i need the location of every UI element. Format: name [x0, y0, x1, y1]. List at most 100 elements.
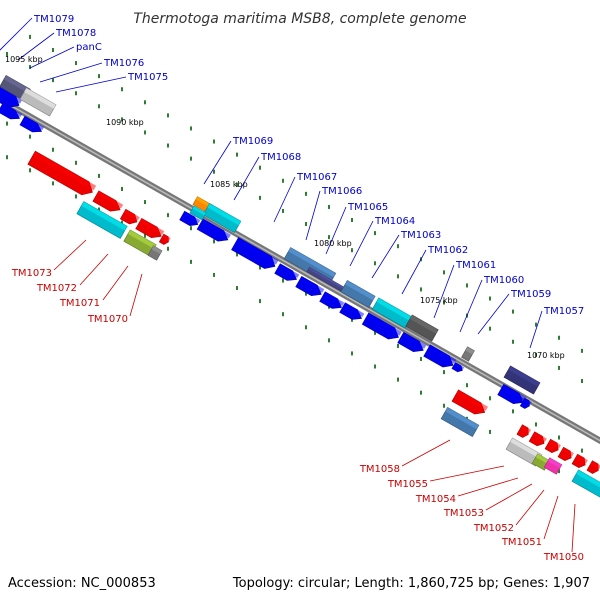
- tick-mark: [581, 348, 583, 353]
- gene-label-tm1064[interactable]: TM1064: [374, 216, 415, 227]
- gene-label-tm1050[interactable]: TM1050: [543, 552, 584, 563]
- gene-leader: [129, 273, 143, 317]
- kbp-label: 1070 kbp: [527, 351, 565, 360]
- gene-label-tm1065[interactable]: TM1065: [347, 202, 388, 213]
- gene-label-tm1051[interactable]: TM1051: [501, 537, 542, 548]
- gene-shine: [192, 206, 207, 216]
- tick-mark: [489, 396, 491, 401]
- tick-mark: [328, 338, 330, 343]
- gene-label-panc[interactable]: panC: [76, 42, 102, 53]
- tick-mark: [443, 370, 445, 375]
- tick-mark: [52, 78, 54, 83]
- tick-mark: [282, 208, 284, 213]
- tick-mark: [190, 226, 192, 231]
- tick-mark: [259, 265, 261, 270]
- gene-block: [451, 362, 465, 373]
- tick-mark: [351, 351, 353, 356]
- gene-label-tm1060[interactable]: TM1060: [483, 275, 524, 286]
- gene-label-tm1068[interactable]: TM1068: [260, 152, 301, 163]
- gene-label-tm1071[interactable]: TM1071: [59, 298, 100, 309]
- gene-shine: [200, 218, 231, 239]
- gene-shine: [535, 453, 550, 465]
- accession-label: Accession: NC_000853: [8, 576, 156, 591]
- gene-label-tm1066[interactable]: TM1066: [321, 186, 362, 197]
- gene-leader: [55, 76, 127, 93]
- gene-label-tm1058[interactable]: TM1058: [359, 464, 400, 475]
- gene-label-tm1075[interactable]: TM1075: [127, 72, 168, 83]
- gene-label-tm1069[interactable]: TM1069: [232, 136, 273, 147]
- gene-block: [76, 201, 128, 239]
- gene-shine: [182, 211, 201, 224]
- tick-mark: [512, 409, 514, 414]
- tick-mark: [305, 191, 307, 196]
- gene-leader: [429, 465, 505, 482]
- gene-leader: [459, 279, 483, 333]
- tick-mark: [374, 261, 376, 266]
- gene-shine: [532, 431, 547, 443]
- gene-label-tm1055[interactable]: TM1055: [387, 479, 428, 490]
- gene-leader: [349, 220, 374, 267]
- tick-mark: [374, 364, 376, 369]
- gene-label-tm1057[interactable]: TM1057: [543, 306, 584, 317]
- gene-label-tm1053[interactable]: TM1053: [443, 508, 484, 519]
- gene-shine: [23, 116, 45, 131]
- tick-mark: [144, 130, 146, 135]
- gene-label-tm1067[interactable]: TM1067: [296, 172, 337, 183]
- gene-label-tm1078[interactable]: TM1078: [55, 28, 96, 39]
- gene-label-tm1076[interactable]: TM1076: [103, 58, 144, 69]
- tick-mark: [558, 365, 560, 370]
- topology-label: Topology: circular; Length: 1,860,725 bp…: [232, 576, 590, 591]
- gene-label-tm1070[interactable]: TM1070: [87, 314, 128, 325]
- gene-block: [397, 331, 427, 352]
- gene-leader: [325, 206, 347, 255]
- tick-mark: [98, 207, 100, 212]
- tick-mark: [236, 152, 238, 157]
- tick-mark: [75, 91, 77, 96]
- gene-leader: [477, 293, 510, 335]
- gene-block: [423, 344, 457, 368]
- gene-box: [440, 407, 480, 437]
- tick-mark: [75, 61, 77, 66]
- tick-mark: [305, 291, 307, 296]
- gene-label-tm1079[interactable]: TM1079: [33, 14, 74, 25]
- gene-shine: [162, 234, 171, 241]
- tick-mark: [397, 343, 399, 348]
- gene-leader: [401, 249, 427, 295]
- gene-block: [571, 469, 600, 499]
- tick-mark: [75, 160, 77, 165]
- gene-label-tm1063[interactable]: TM1063: [400, 230, 441, 241]
- gene-shine: [236, 237, 279, 265]
- gene-block: [528, 431, 547, 447]
- tick-mark: [121, 186, 123, 191]
- gene-label-tm1072[interactable]: TM1072: [36, 283, 77, 294]
- gene-leader: [39, 62, 103, 83]
- kbp-label: 1085 kbp: [210, 180, 248, 189]
- gene-shine: [454, 362, 465, 370]
- tick-mark: [420, 357, 422, 362]
- gene-shine: [308, 267, 353, 294]
- gene-shine: [376, 297, 412, 321]
- tick-mark: [374, 231, 376, 236]
- gene-label-tm1054[interactable]: TM1054: [415, 494, 456, 505]
- gene-label-tm1061[interactable]: TM1061: [455, 260, 496, 271]
- tick-mark: [466, 383, 468, 388]
- gene-shine: [548, 439, 561, 449]
- tick-mark: [144, 200, 146, 205]
- gene-label-tm1073[interactable]: TM1073: [11, 268, 52, 279]
- gene-block: [339, 302, 365, 320]
- kbp-label: 1080 kbp: [314, 239, 352, 248]
- gene-label-tm1059[interactable]: TM1059: [510, 289, 551, 300]
- gene-shine: [278, 263, 300, 279]
- gene-shine: [590, 460, 600, 470]
- tick-mark: [144, 100, 146, 105]
- gene-label-tm1062[interactable]: TM1062: [427, 245, 468, 256]
- gene-box: [571, 469, 600, 499]
- tick-mark: [29, 168, 31, 173]
- tick-mark: [98, 173, 100, 178]
- gene-block: [158, 233, 171, 245]
- gene-block: [516, 424, 532, 438]
- tick-mark: [282, 278, 284, 283]
- gene-shine: [575, 454, 588, 464]
- gene-label-tm1052[interactable]: TM1052: [473, 523, 514, 534]
